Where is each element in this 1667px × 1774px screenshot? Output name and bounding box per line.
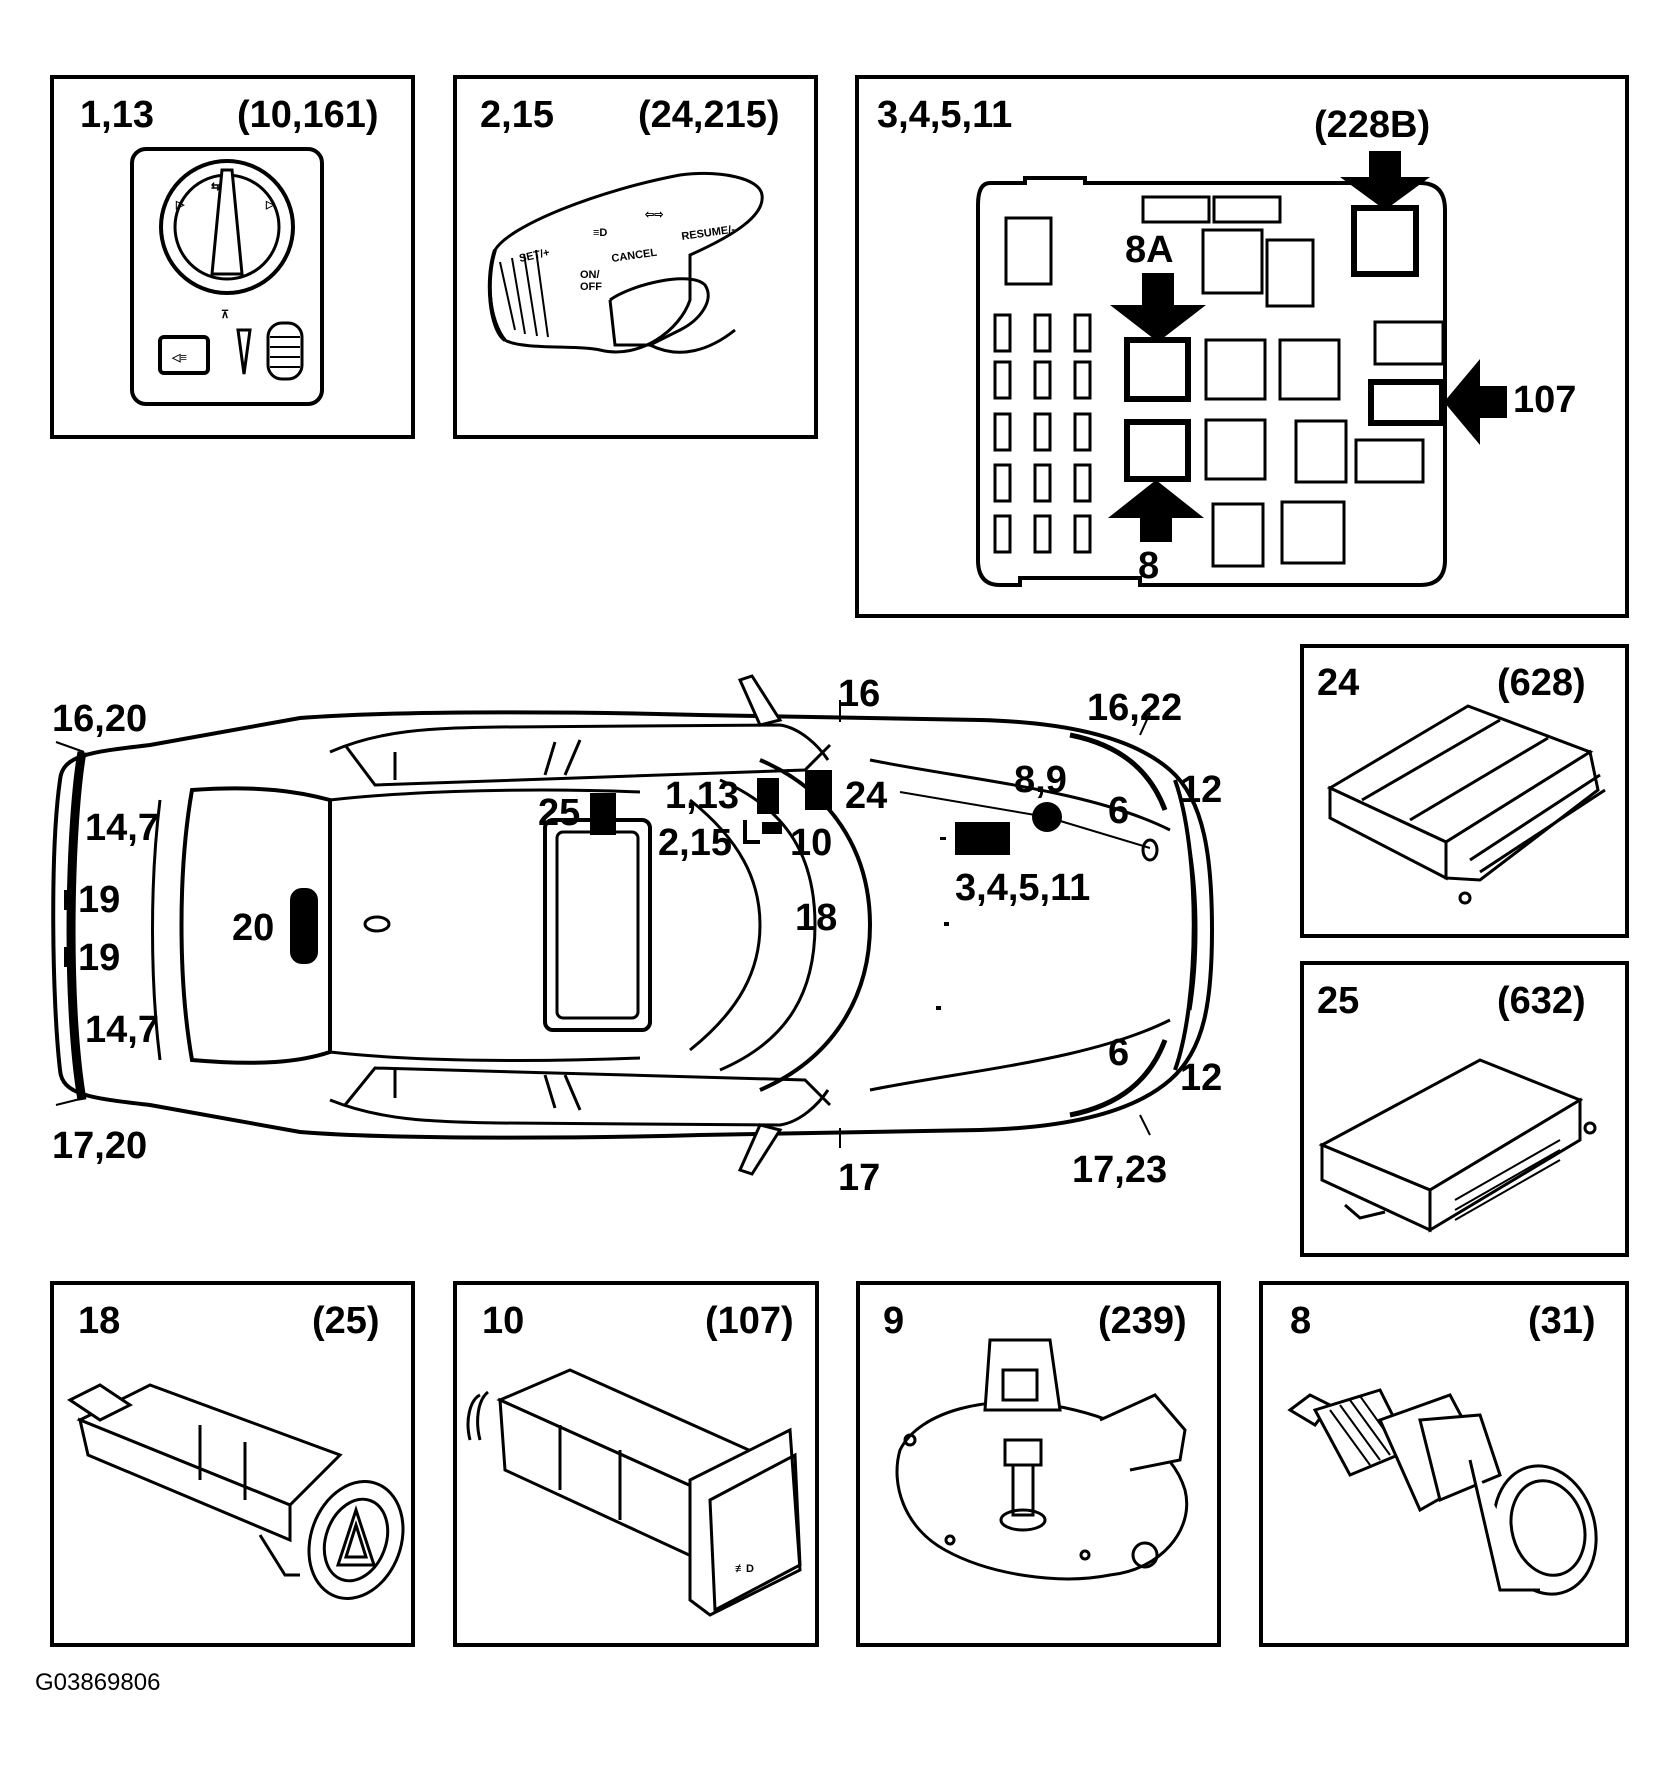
pressure-switch-icon: [1287, 1388, 1598, 1596]
control-module-icon: [1318, 1058, 1597, 1233]
panel-code: (632): [1497, 980, 1586, 1022]
panel-light-switch: 1,13 (10,161) ⇆ ▷ ▷ ⊼ ◁≡: [50, 75, 415, 439]
car-label: 16,22: [1087, 687, 1182, 729]
panel-relay-box: 3,4,5,11 (228B): [855, 75, 1629, 618]
fuse-column: [993, 313, 1092, 554]
cruise-control-stalk-icon: SET/+ ≡D ⇦⇨ ON/ OFF CANCEL RESUME/-: [487, 172, 764, 354]
panel-code: (239): [1098, 1300, 1187, 1342]
car-label: 16,20: [52, 698, 147, 740]
panel-code: (24,215): [638, 94, 780, 136]
car-label: 24: [845, 775, 887, 817]
panel-code: (628): [1497, 662, 1586, 704]
panel-pressure-switch: 8 (31): [1259, 1281, 1629, 1647]
car-label: 6: [1108, 790, 1129, 832]
svg-text:◁≡: ◁≡: [171, 352, 187, 364]
car-label: 17,20: [52, 1125, 147, 1167]
car-label: 17,23: [1072, 1149, 1167, 1191]
panel-code: (31): [1528, 1300, 1596, 1342]
svg-text:▷: ▷: [265, 199, 275, 211]
panel-module-25: 25 (632): [1300, 961, 1629, 1257]
car-label: 20: [232, 907, 274, 949]
car-label: 8,9: [1014, 759, 1067, 801]
control-module-icon: [1326, 704, 1606, 905]
car-label: 6: [1108, 1032, 1129, 1074]
panel-position-sensor: 9 (239): [856, 1281, 1221, 1647]
panel-refs: 3,4,5,11: [877, 94, 1012, 136]
arrow-down-icon: [1340, 151, 1430, 210]
panel-code: (228B): [1314, 104, 1430, 146]
svg-text:⇆: ⇆: [211, 181, 220, 193]
car-label: 14,7: [85, 1009, 159, 1051]
car-label: 17: [838, 1157, 880, 1199]
stalk-onoff-label: ON/: [580, 269, 600, 281]
panel-cruise-stalk: 2,15 (24,215) SET/+ ≡D ⇦⇨ ON/ OFF CANCEL…: [453, 75, 818, 439]
panel-code: (10,161): [237, 94, 379, 136]
vehicle-top-view: 16,20 14,7 19 20 19 14,7 17,20 25 1,13 2…: [51, 673, 1222, 1199]
panel-refs: 1,13: [80, 94, 154, 136]
car-label: 1,13: [665, 775, 739, 817]
stalk-onoff-label-2: OFF: [580, 281, 602, 293]
hazard-switch-icon: [67, 1383, 405, 1600]
car-label: 3,4,5,11: [955, 867, 1090, 909]
figure-code: G03869806: [35, 1669, 160, 1696]
arrow-left-icon: [1444, 359, 1507, 445]
panel-hazard-switch: 18 (25): [50, 1281, 415, 1647]
svg-text:⇦⇨: ⇦⇨: [644, 209, 664, 221]
car-label: 19: [78, 879, 120, 921]
arrow-label-8: 8: [1138, 545, 1159, 587]
panel-refs: 9: [883, 1300, 904, 1342]
position-sensor-icon: [895, 1338, 1189, 1581]
svg-text:≡D: ≡D: [593, 227, 607, 239]
panel-refs: 24: [1317, 662, 1359, 704]
car-label: 14,7: [85, 807, 159, 849]
panel-code: (107): [705, 1300, 794, 1342]
panel-refs: 10: [482, 1300, 524, 1342]
car-label: 25: [538, 792, 580, 834]
panel-refs: 2,15: [480, 94, 554, 136]
panel-fog-switch: 10 (107) ≢D: [453, 1281, 819, 1647]
arrow-up-icon: [1108, 480, 1204, 542]
car-label: 12: [1180, 769, 1222, 811]
panel-module-24: 24 (628): [1300, 644, 1629, 938]
panel-refs: 8: [1290, 1300, 1311, 1342]
panel-code: (25): [312, 1300, 380, 1342]
panel-refs: 25: [1317, 980, 1359, 1022]
car-label: 16: [838, 673, 880, 715]
fog-light-switch-icon: ≢D: [466, 1368, 802, 1617]
svg-text:⊼: ⊼: [221, 309, 229, 321]
arrow-down-icon: [1110, 273, 1206, 342]
fog-light-icon: ≢D: [735, 1563, 754, 1575]
car-label: 12: [1180, 1057, 1222, 1099]
car-label: 2,15: [658, 822, 732, 864]
car-label: 18: [795, 897, 837, 939]
arrow-label-107: 107: [1513, 379, 1576, 421]
panel-refs: 18: [78, 1300, 120, 1342]
headlight-switch-icon: ⇆ ▷ ▷ ⊼ ◁≡: [130, 147, 324, 406]
car-label: 10: [790, 822, 832, 864]
arrow-label-8a: 8A: [1125, 229, 1174, 271]
svg-text:▷: ▷: [175, 199, 185, 211]
relay-box-icon: 8A 8 107: [976, 151, 1576, 587]
car-label: 19: [78, 937, 120, 979]
